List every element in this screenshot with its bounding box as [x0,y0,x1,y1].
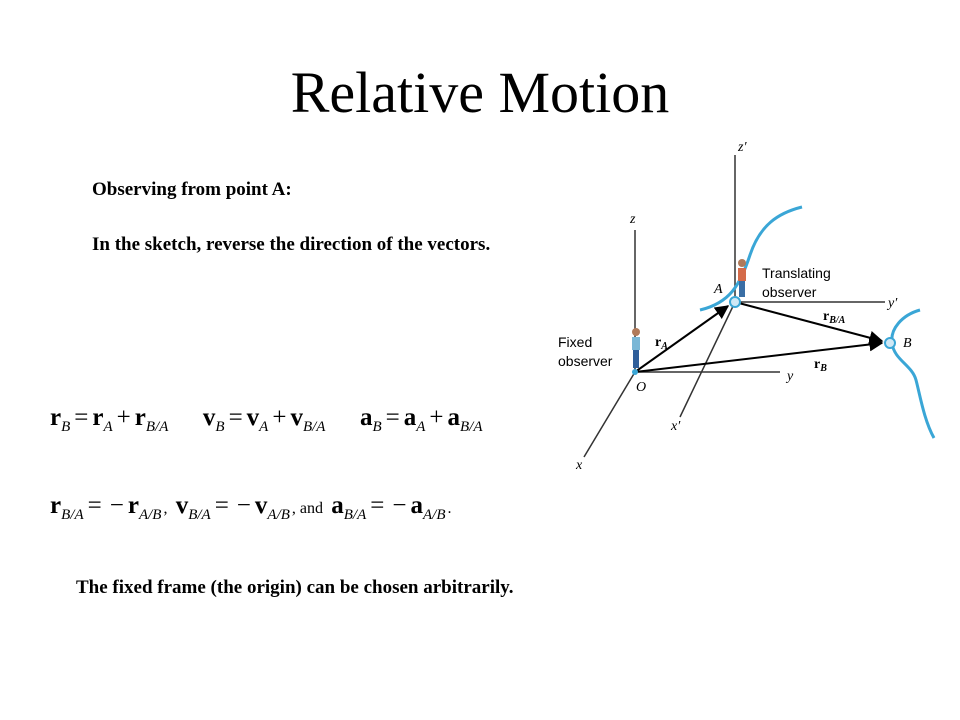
label-translating-observer-line2: observer [762,284,817,300]
equation-row-2: rB/A=−rA/B, vB/A=−vA/B, and aB/A=−aA/B. [50,492,453,524]
label-x-prime: x′ [670,419,681,434]
x-prime-axis [679,301,736,418]
label-r-A: rA [655,335,668,352]
vector-r-A [634,305,730,373]
point-A [729,296,741,308]
label-r-B: rB [814,357,827,374]
equation-velocity: vB=vA+vB/A [202,404,326,435]
slide-title: Relative Motion [290,60,670,125]
equation-position: rB=rA+rB/A [50,404,169,435]
note-text: The fixed frame (the origin) can be chos… [76,577,514,598]
vector-r-B-A [734,301,884,345]
label-z: z [629,212,636,227]
label-z-prime: z′ [737,140,747,155]
point-O [632,369,638,375]
label-y: y [785,369,794,384]
x-axis [583,371,636,458]
label-y-prime: y′ [886,296,898,311]
path-of-B [890,308,936,439]
label-fixed-observer-line1: Fixed [558,334,592,350]
equation-relative-position: rB/A=−rA/B, [50,492,168,523]
point-B [884,337,896,349]
label-A: A [713,282,723,297]
fixed-observer-figure [632,328,640,368]
equation-acceleration: aB=aA+aB/A [359,404,483,435]
label-x: x [575,458,583,473]
label-O: O [636,380,646,395]
label-translating-observer-line1: Translating [762,265,831,281]
translating-observer-figure [738,259,746,297]
observing-heading: Observing from point A: [92,179,292,200]
equation-relative-velocity: vB/A=−vA/B, and [175,492,324,523]
equation-relative-acceleration: aB/A=−aA/B. [331,492,452,523]
path-of-A [699,205,803,312]
label-B: B [903,336,912,351]
label-r-B-A: rB/A [823,309,846,326]
instruction-text: In the sketch, reverse the direction of … [92,234,491,255]
vector-r-B [634,337,884,373]
label-fixed-observer-line2: observer [558,353,613,369]
equation-row-1: rB=rA+rB/A vB=vA+vB/A aB=aA+aB/A [50,404,483,436]
relative-motion-diagram: z′ z y′ y x x′ O A B Fixed observer Tran… [558,140,936,473]
